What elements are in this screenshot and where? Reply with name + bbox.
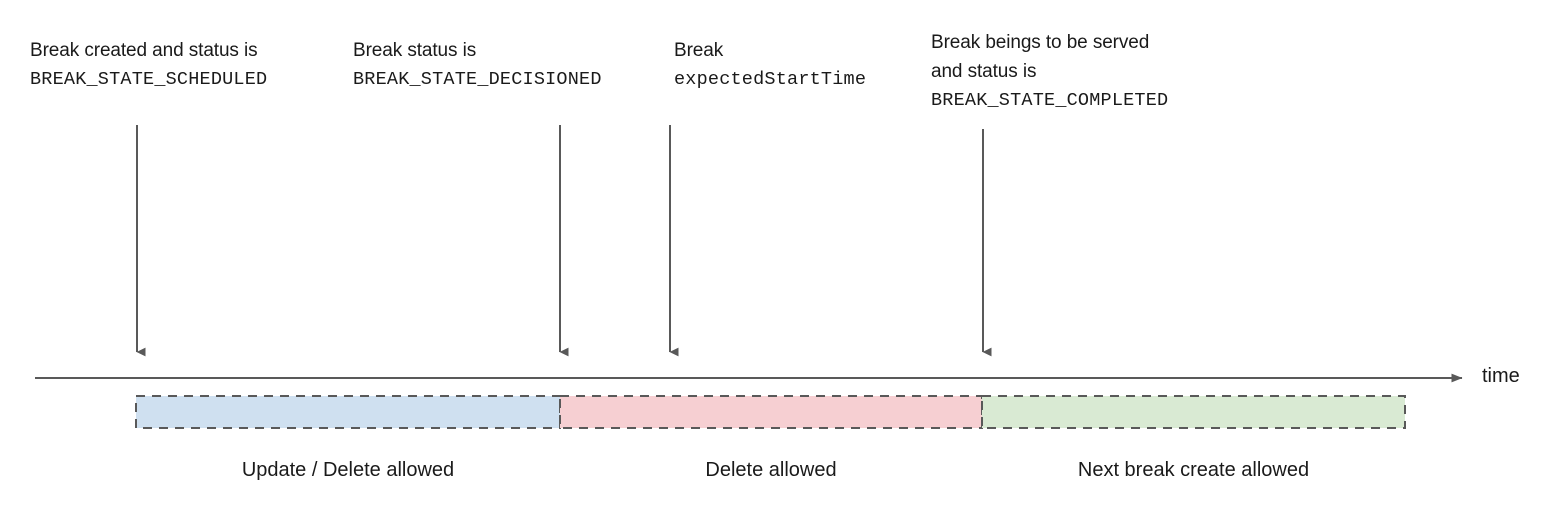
annotation-break-expected-start-time: Break expectedStartTime: [674, 36, 866, 94]
annotation-line: and status is: [931, 61, 1037, 82]
phase-caption-next-break-create-allowed: Next break create allowed: [1077, 459, 1310, 481]
annotation-break-completed: Break beings to be served and status is …: [931, 28, 1168, 115]
annotation-line-code: BREAK_STATE_COMPLETED: [931, 90, 1169, 111]
annotation-line-code: BREAK_STATE_DECISIONED: [353, 69, 602, 90]
annotation-line-code: expectedStartTime: [674, 69, 867, 90]
phase-caption-delete-allowed: Delete allowed: [705, 459, 837, 481]
annotation-line: Break: [674, 40, 724, 61]
time-axis-label: time: [1482, 365, 1520, 387]
phase-bar-update-delete-allowed: [135, 395, 561, 429]
annotation-break-created-scheduled: Break created and status is BREAK_STATE_…: [30, 36, 267, 94]
annotation-line: Break beings to be served: [931, 32, 1150, 53]
phase-bar-delete-allowed: [559, 395, 983, 429]
annotation-break-decisioned: Break status is BREAK_STATE_DECISIONED: [353, 36, 602, 94]
annotation-line: Break status is: [353, 40, 477, 61]
phase-caption-update-delete-allowed: Update / Delete allowed: [241, 459, 455, 481]
annotation-line-code: BREAK_STATE_SCHEDULED: [30, 69, 268, 90]
annotation-line: Break created and status is: [30, 40, 258, 61]
phase-bar-next-break-create-allowed: [981, 395, 1406, 429]
